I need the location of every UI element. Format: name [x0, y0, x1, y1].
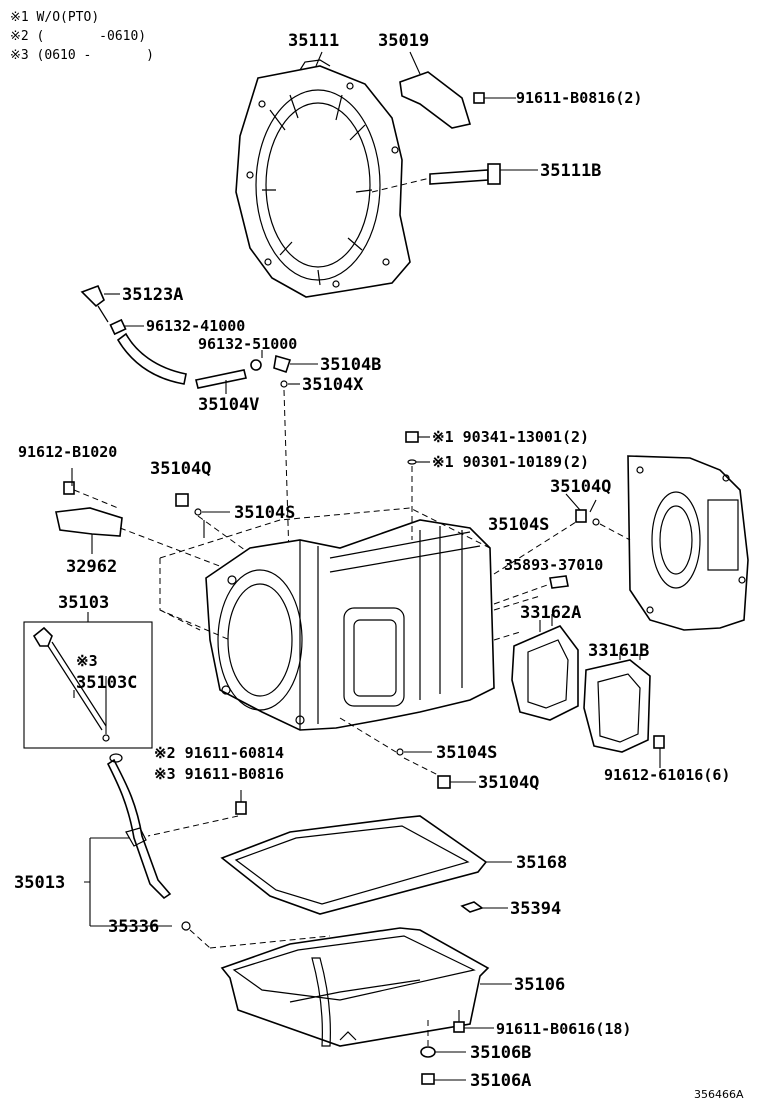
transmission-case-drawing — [205, 519, 495, 731]
label-91611-B0816[interactable]: ※3 91611-B0816 — [154, 765, 284, 783]
footnote-3: ※3 (0610 - ) — [10, 48, 154, 63]
filler-tube-drawing — [106, 753, 331, 949]
label-35104B[interactable]: 35104B — [320, 355, 381, 375]
label-91612-B1020[interactable]: 91612-B1020 — [18, 443, 117, 461]
label-35106B[interactable]: 35106B — [470, 1043, 531, 1063]
label-35104S-lower[interactable]: 35104S — [436, 743, 497, 763]
diagram-reference-number: 356466A — [694, 1088, 744, 1101]
label-35104Q-upper[interactable]: 35104Q — [150, 459, 211, 479]
label-35103C[interactable]: 35103C — [76, 673, 137, 693]
label-91611-B0816-2[interactable]: 91611-B0816(2) — [516, 89, 642, 107]
label-91611-60814[interactable]: ※2 91611-60814 — [154, 744, 284, 762]
label-35111B[interactable]: 35111B — [540, 161, 601, 181]
label-35103[interactable]: 35103 — [58, 593, 109, 613]
label-35104X[interactable]: 35104X — [302, 375, 364, 395]
case-phantom-outline — [159, 507, 541, 641]
label-33162A[interactable]: 33162A — [520, 603, 581, 623]
label-35019[interactable]: 35019 — [378, 31, 429, 51]
label-35104Q-right[interactable]: 35104Q — [550, 477, 611, 497]
label-33161B[interactable]: 33161B — [588, 641, 649, 661]
label-91612-61016[interactable]: 91612-61016(6) — [604, 766, 730, 784]
label-35106A[interactable]: 35106A — [470, 1071, 531, 1091]
converter-housing-drawing — [235, 59, 411, 298]
label-35893-37010[interactable]: 35893-37010 — [504, 556, 603, 574]
drain-plug-drawing — [420, 1010, 494, 1085]
cover-plate-drawing — [511, 614, 579, 721]
bracket-drawing — [55, 468, 231, 571]
sensor-drawing — [493, 575, 569, 605]
footnote-1: ※1 W/O(PTO) — [10, 10, 100, 25]
label-35104S-right[interactable]: 35104S — [488, 515, 549, 535]
bolt-drawing-1 — [473, 92, 516, 104]
label-35123A[interactable]: 35123A — [122, 285, 183, 305]
cover-drawing — [399, 71, 472, 129]
label-35104Q-lower[interactable]: 35104Q — [478, 773, 539, 793]
label-35168[interactable]: 35168 — [516, 853, 567, 873]
magnet-drawing — [460, 901, 508, 913]
label-90341-13001[interactable]: ※1 90341-13001(2) — [432, 428, 589, 446]
footnotes: ※1 W/O(PTO) ※2 ( -0610) ※3 (0610 - ) — [10, 8, 154, 65]
leader-lines — [73, 51, 621, 698]
label-35104S-upper[interactable]: 35104S — [234, 503, 295, 523]
label-35111[interactable]: 35111 — [288, 31, 339, 51]
breather-hose-drawing — [80, 284, 318, 591]
label-91611-B0616[interactable]: 91611-B0616(18) — [496, 1020, 631, 1038]
footnote-2: ※2 ( -0610) — [10, 29, 147, 44]
plug-drawing-2 — [493, 493, 631, 575]
gasket-drawing — [583, 654, 665, 768]
label-32962[interactable]: 32962 — [66, 557, 117, 577]
label-96132-41000[interactable]: 96132-41000 — [146, 317, 245, 335]
housing-bolt-drawing — [371, 163, 538, 193]
label-96132-51000[interactable]: 96132-51000 — [198, 335, 297, 353]
label-note-3: ※3 — [76, 652, 98, 670]
oil-gauge-box — [23, 612, 153, 749]
pan-gasket-drawing — [220, 815, 512, 915]
extension-housing-drawing — [627, 455, 749, 631]
oil-pan-drawing — [220, 927, 512, 1047]
label-35394[interactable]: 35394 — [510, 899, 561, 919]
label-35013[interactable]: 35013 — [14, 873, 65, 893]
callout-bracket-35013 — [84, 837, 172, 927]
label-35104V[interactable]: 35104V — [198, 395, 259, 415]
label-90301-10189[interactable]: ※1 90301-10189(2) — [432, 453, 589, 471]
label-35106[interactable]: 35106 — [514, 975, 565, 995]
plug-drawing-3 — [339, 717, 476, 789]
label-35336[interactable]: 35336 — [108, 917, 159, 937]
bolt-drawing-2 — [405, 431, 430, 540]
